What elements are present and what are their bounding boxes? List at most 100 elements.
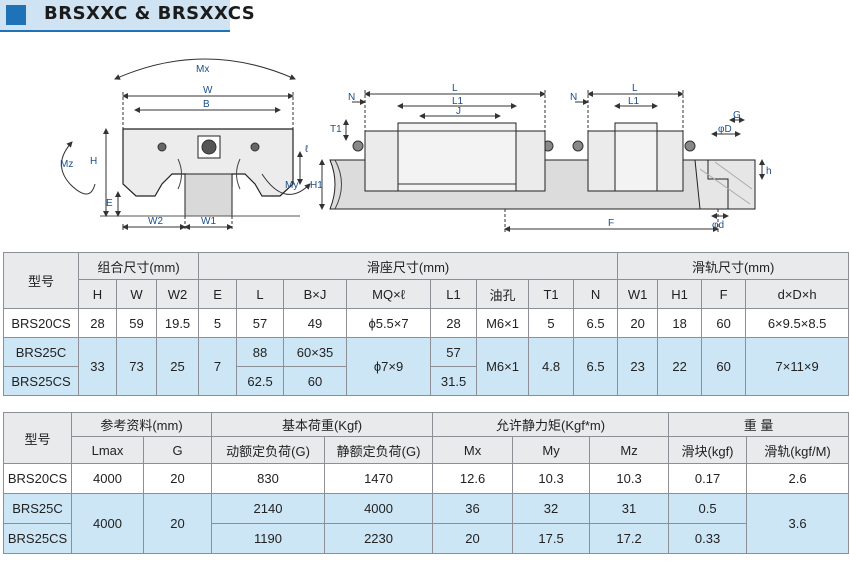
col-block-weight: 滑块(kgf) <box>668 436 748 464</box>
cell-t1: 4.8 <box>528 337 575 396</box>
col-w1: W1 <box>617 279 659 309</box>
cell-model: BRS25CS <box>3 523 72 554</box>
label-h: H <box>90 156 97 167</box>
cell-block-weight: 0.17 <box>668 463 748 494</box>
cell-f: 60 <box>701 337 747 396</box>
cell-dyn: 1190 <box>211 523 326 554</box>
cell-rail-weight: 3.6 <box>746 493 850 554</box>
title-band <box>0 0 230 30</box>
label-l1-side2: L1 <box>628 96 640 107</box>
label-t1: T1 <box>330 124 342 135</box>
label-mx: Mx <box>196 64 209 75</box>
label-l-side2: L <box>632 83 638 94</box>
label-f: F <box>608 218 614 229</box>
cell-my: 32 <box>512 493 591 524</box>
cell-model: BRS25C <box>3 493 72 524</box>
col-ddh: d×D×h <box>745 279 850 309</box>
col-mq: MQ×ℓ <box>346 279 432 309</box>
label-w: W <box>203 85 213 96</box>
cell-mx: 12.6 <box>432 463 514 494</box>
cell-model: BRS20CS <box>3 463 72 494</box>
cell-oil: M6×1 <box>476 337 530 396</box>
label-phi-d-big: φD <box>718 124 732 135</box>
col-l1: L1 <box>430 279 478 309</box>
cell-w: 59 <box>116 308 157 338</box>
cell-w: 73 <box>116 337 157 396</box>
cell-bxj: 60 <box>283 366 348 396</box>
col-stat: 静额定负荷(G) <box>324 436 434 464</box>
label-e: E <box>106 198 113 209</box>
table-row: BRS20CS 28 59 19.5 5 57 49 ϕ5.5×7 28 M6×… <box>3 308 850 338</box>
cell-ddh: 6×9.5×8.5 <box>745 308 850 338</box>
table-row: BRS25C 33 73 25 7 88 60×35 ϕ7×9 57 M6×1 … <box>3 337 850 396</box>
cell-model: BRS25C <box>3 337 79 367</box>
cell-dyn: 2140 <box>211 493 326 524</box>
cell-w2: 19.5 <box>155 308 200 338</box>
label-l1-side: L1 <box>452 96 464 107</box>
label-h1: H1 <box>310 180 323 191</box>
label-l-side: L <box>452 83 458 94</box>
table-row: BRS25CS 1190 2230 20 17.5 17.2 0.33 <box>3 523 849 554</box>
cell-mx: 20 <box>432 523 514 554</box>
col-w2: W2 <box>155 279 200 309</box>
cell-h: 28 <box>78 308 117 338</box>
cell-h: 33 <box>78 337 117 396</box>
col-bxj: B×J <box>283 279 348 309</box>
front-view <box>61 58 311 230</box>
hdr-combo: 组合尺寸(mm) <box>77 252 200 280</box>
cell-f: 60 <box>701 308 747 338</box>
cell-mz: 31 <box>589 493 670 524</box>
cell-e: 7 <box>198 337 238 396</box>
hdr-model: 型号 <box>3 412 72 464</box>
col-l: L <box>236 279 285 309</box>
technical-drawing: Mx W B Mz H ℓ My E W2 W1 <box>60 58 772 234</box>
cell-l1: 57 <box>430 337 478 367</box>
cell-g: 20 <box>142 463 213 494</box>
cell-w2: 25 <box>155 337 200 396</box>
label-phi-d-small: φd <box>712 220 724 231</box>
cell-mz: 17.2 <box>589 523 670 554</box>
cell-h1: 22 <box>657 337 703 396</box>
table-row: BRS25C 4000 20 2140 4000 36 32 31 0.5 3.… <box>3 493 850 554</box>
cell-block-weight: 0.5 <box>668 493 748 524</box>
hdr-rail: 滑轨尺寸(mm) <box>617 252 850 280</box>
label-n-left: N <box>348 92 355 103</box>
col-g: G <box>142 436 213 464</box>
label-b: B <box>203 99 210 110</box>
label-n-right: N <box>570 92 577 103</box>
side-view <box>319 90 765 234</box>
col-mz: Mz <box>589 436 670 464</box>
cell-stat: 2230 <box>324 523 434 554</box>
cell-oil: M6×1 <box>476 308 530 338</box>
label-g: G <box>733 110 741 121</box>
col-t1: T1 <box>528 279 575 309</box>
title-marker-square <box>6 5 26 25</box>
col-dyn: 动额定负荷(G) <box>211 436 326 464</box>
cell-mq: ϕ5.5×7 <box>346 308 432 338</box>
label-w2: W2 <box>148 216 163 227</box>
cell-g: 20 <box>142 493 213 554</box>
cell-stat: 1470 <box>324 463 434 494</box>
table-row: BRS25CS 62.5 60 31.5 <box>3 366 849 396</box>
hdr-ref: 参考资料(mm) <box>70 412 213 437</box>
cell-bxj: 60×35 <box>283 337 348 367</box>
cell-my: 17.5 <box>512 523 591 554</box>
label-l: ℓ <box>305 144 309 155</box>
cell-n: 6.5 <box>573 337 619 396</box>
page-title: BRSXXC & BRSXXCS <box>44 3 256 24</box>
dimension-table: 型号 组合尺寸(mm) 滑座尺寸(mm) 滑轨尺寸(mm) H W W2 E L… <box>3 252 850 396</box>
label-j: J <box>456 106 461 117</box>
hdr-weight: 重 量 <box>668 412 850 437</box>
label-w1: W1 <box>201 216 216 227</box>
cell-model: BRS20CS <box>3 308 79 338</box>
load-rating-table: 型号 参考资料(mm) 基本荷重(Kgf) 允许静力矩(Kgf*m) 重 量 L… <box>3 412 850 554</box>
cell-t1: 5 <box>528 308 575 338</box>
cell-l: 62.5 <box>236 366 285 396</box>
cell-mz: 10.3 <box>589 463 670 494</box>
hdr-model: 型号 <box>3 252 79 309</box>
cell-l1: 28 <box>430 308 478 338</box>
cell-rail-weight: 2.6 <box>746 463 850 494</box>
cell-mq: ϕ7×9 <box>346 337 432 396</box>
cell-stat: 4000 <box>324 493 434 524</box>
hdr-moment: 允许静力矩(Kgf*m) <box>432 412 670 437</box>
